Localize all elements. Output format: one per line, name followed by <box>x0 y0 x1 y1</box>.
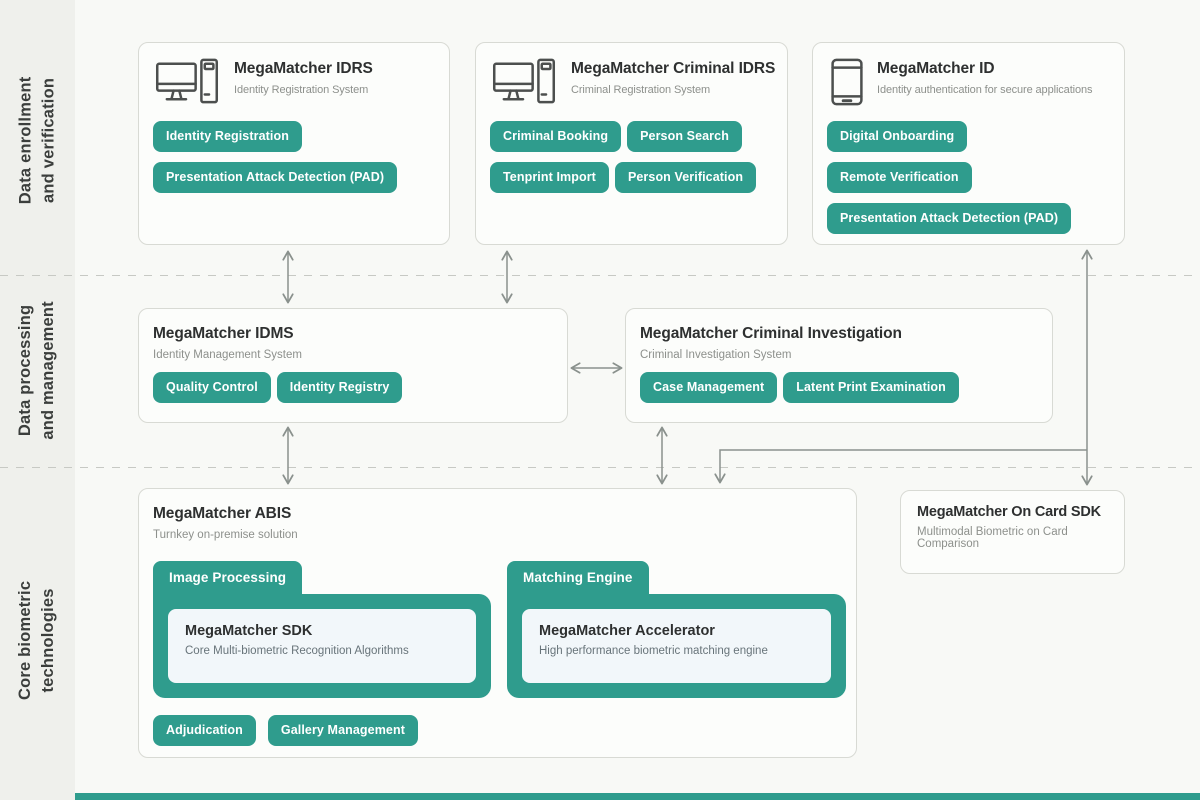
feature-tag[interactable]: Digital Onboarding <box>827 121 968 152</box>
card-subtitle: Turnkey on-premise solution <box>153 529 298 541</box>
card-title: MegaMatcher IDMS <box>153 325 294 342</box>
section-divider <box>0 467 1200 468</box>
card-subtitle: Core Multi-biometric Recognition Algorit… <box>185 645 409 657</box>
group-matching-engine: Matching Engine MegaMatcher Accelerator … <box>507 561 846 698</box>
card-subtitle: Identity Management System <box>153 349 302 361</box>
left-category-rail <box>0 0 75 800</box>
card-megamatcher-abis[interactable]: MegaMatcher ABIS Turnkey on-premise solu… <box>138 488 857 758</box>
feature-tag[interactable]: Identity Registration <box>153 121 302 152</box>
feature-tag[interactable]: Person Search <box>627 121 742 152</box>
card-megamatcher-sdk[interactable]: MegaMatcher SDK Core Multi-biometric Rec… <box>168 609 476 683</box>
card-megamatcher-criminal-investigation[interactable]: MegaMatcher Criminal Investigation Crimi… <box>625 308 1053 423</box>
card-megamatcher-idrs[interactable]: MegaMatcher IDRS Identity Registration S… <box>138 42 450 245</box>
card-title: MegaMatcher On Card SDK <box>917 504 1101 520</box>
feature-tag[interactable]: Gallery Management <box>267 715 418 746</box>
card-subtitle: Criminal Investigation System <box>640 349 792 361</box>
group-tab-label: Image Processing <box>153 561 303 594</box>
feature-tag[interactable]: Adjudication <box>153 715 256 746</box>
card-megamatcher-criminal-idrs[interactable]: MegaMatcher Criminal IDRS Criminal Regis… <box>475 42 788 245</box>
arrow-id-abis-branch <box>714 449 1087 484</box>
desktop-workstation-icon <box>492 58 556 106</box>
feature-tag[interactable]: Latent Print Examination <box>783 372 959 403</box>
bottom-accent-bar <box>75 793 1200 800</box>
card-title: MegaMatcher Criminal Investigation <box>640 325 902 342</box>
feature-tag[interactable]: Quality Control <box>153 372 271 403</box>
section-divider <box>0 275 1200 276</box>
card-megamatcher-accelerator[interactable]: MegaMatcher Accelerator High performance… <box>522 609 831 683</box>
feature-tag[interactable]: Remote Verification <box>827 162 972 193</box>
card-title: MegaMatcher SDK <box>185 623 313 639</box>
card-title: MegaMatcher ABIS <box>153 505 292 522</box>
feature-tag[interactable]: Identity Registry <box>276 372 403 403</box>
feature-tag[interactable]: Criminal Booking <box>490 121 622 152</box>
card-subtitle: Criminal Registration System <box>571 84 711 96</box>
card-megamatcher-id[interactable]: MegaMatcher ID Identity authentication f… <box>812 42 1125 245</box>
card-subtitle: High performance biometric matching engi… <box>539 645 768 657</box>
desktop-workstation-icon <box>155 58 219 106</box>
card-megamatcher-on-card-sdk[interactable]: MegaMatcher On Card SDK Multimodal Biome… <box>900 490 1125 574</box>
card-subtitle: Identity authentication for secure appli… <box>877 84 1093 96</box>
card-subtitle: Multimodal Biometric on Card Comparison <box>917 526 1068 550</box>
feature-tag[interactable]: Tenprint Import <box>490 162 609 193</box>
feature-tag[interactable]: Person Verification <box>614 162 757 193</box>
card-title: MegaMatcher Accelerator <box>539 623 715 639</box>
group-image-processing: Image Processing MegaMatcher SDK Core Mu… <box>153 561 491 698</box>
card-title: MegaMatcher ID <box>877 60 995 77</box>
card-title: MegaMatcher Criminal IDRS <box>571 60 776 77</box>
feature-tag[interactable]: Presentation Attack Detection (PAD) <box>153 162 398 193</box>
feature-tag[interactable]: Presentation Attack Detection (PAD) <box>827 203 1072 234</box>
card-megamatcher-idms[interactable]: MegaMatcher IDMS Identity Management Sys… <box>138 308 568 423</box>
card-subtitle: Identity Registration System <box>234 84 369 96</box>
group-tab-label: Matching Engine <box>507 561 649 594</box>
feature-tag[interactable]: Case Management <box>640 372 778 403</box>
card-title: MegaMatcher IDRS <box>234 60 373 77</box>
mobile-phone-icon <box>829 58 865 106</box>
